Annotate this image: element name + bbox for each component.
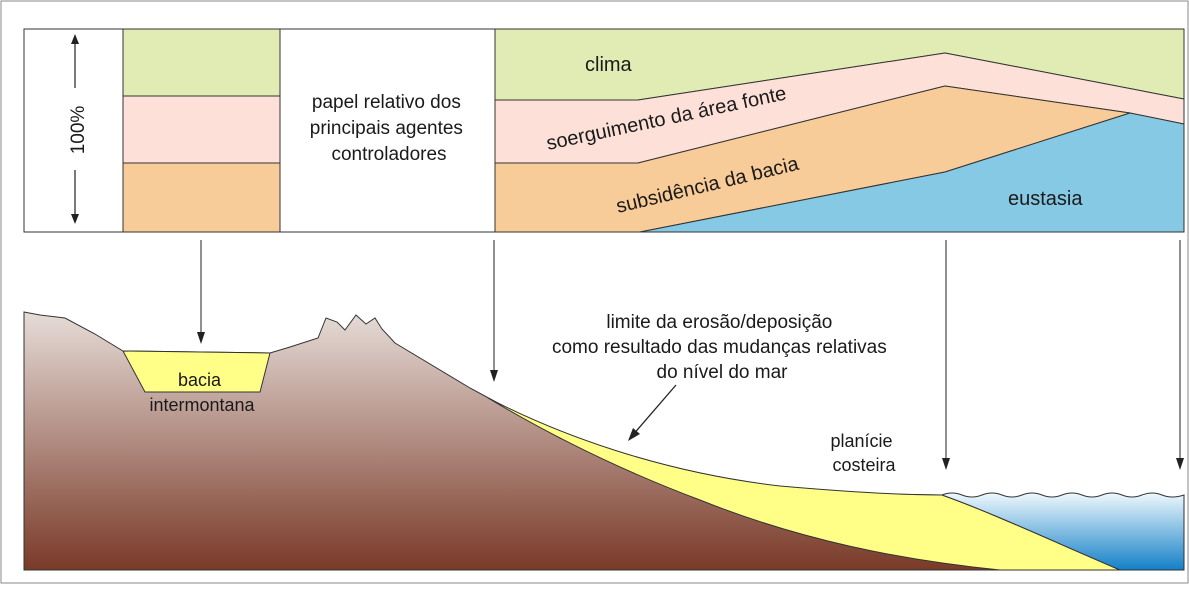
left-proportion-column — [122, 28, 281, 233]
left-band-subsidencia — [122, 162, 281, 233]
intermontane-basin-fill — [122, 350, 271, 393]
center-caption: papel relativo dos principais agentes co… — [310, 92, 468, 165]
center-caption-line-2: principais agentes — [310, 118, 463, 139]
erosion-limit-label: limite da erosão/deposição como resultad… — [552, 312, 892, 383]
center-caption-line-3: controladores — [331, 144, 446, 165]
scale-arrow — [71, 34, 79, 224]
erosion-label-line-2: como resultado das mudanças relativas — [552, 337, 887, 358]
bottom-panel: bacia intermontana limite da erosão/depo… — [23, 311, 1185, 571]
top-panel: 100% papel relativo dos principais agent… — [23, 28, 1185, 233]
erosion-label-line-3: do nível do mar — [657, 362, 789, 383]
coastal-plain-label: planície costeira — [830, 431, 897, 475]
label-clima: clima — [585, 54, 633, 76]
basin-label-line-1: bacia — [178, 370, 222, 390]
basin-label: bacia intermontana — [149, 370, 255, 415]
right-proportion-bands — [494, 28, 1185, 233]
sea — [940, 492, 1185, 571]
left-band-clima — [122, 28, 281, 97]
basin-label-line-2: intermontana — [149, 395, 255, 415]
coastal-plain-line-1: planície — [830, 431, 892, 451]
scale-label: 100% — [68, 106, 89, 155]
center-caption-line-1: papel relativo dos — [312, 92, 461, 113]
erosion-label-line-1: limite da erosão/deposição — [606, 312, 832, 333]
coastal-plain-line-2: costeira — [832, 455, 896, 475]
connector-arrows — [197, 240, 1184, 470]
left-band-soerguimento — [122, 95, 281, 164]
erosion-limit-pointer — [631, 384, 677, 437]
label-eustasia: eustasia — [1008, 188, 1083, 210]
